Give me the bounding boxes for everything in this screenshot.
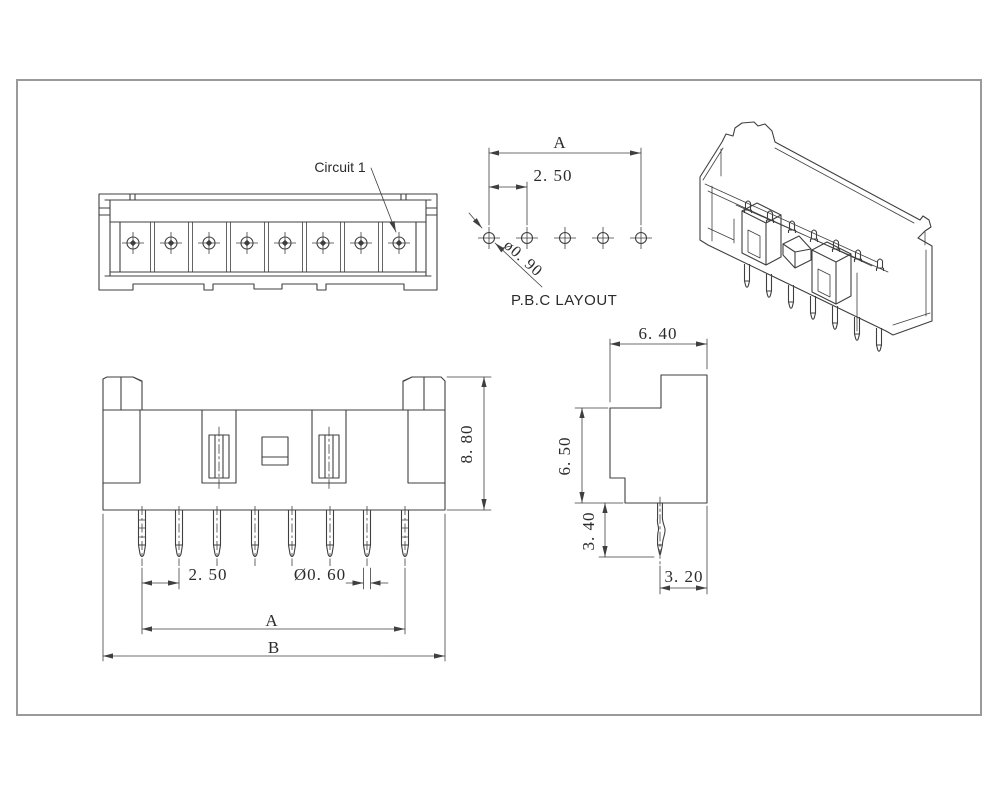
pin-position-crosshair	[311, 231, 335, 255]
pcb-pitch-label: 2. 50	[534, 166, 573, 185]
side-wing-panels	[102, 409, 446, 484]
pin-position-crosshair	[349, 231, 373, 255]
drawing-frame	[16, 79, 982, 716]
pin	[212, 505, 222, 567]
pin-position-crosshair	[121, 231, 145, 255]
extension-lines	[488, 147, 642, 226]
front-view	[98, 167, 438, 291]
side-pin-length-label: 3. 40	[579, 512, 598, 551]
hole-diameter-leader	[494, 242, 543, 288]
mounting-boss-left	[102, 376, 143, 411]
pin-position-crosshair	[197, 231, 221, 255]
connector-body-outline	[98, 193, 438, 291]
pin	[400, 505, 410, 567]
housing-inner-walls	[98, 193, 438, 277]
isometric-view	[699, 121, 933, 352]
rear-pitch-label: 2. 50	[189, 565, 228, 584]
iso-pin	[743, 263, 751, 288]
pin	[174, 505, 184, 567]
side-width-label: 6. 40	[639, 324, 678, 343]
pcb-hole	[553, 226, 577, 250]
hole-leader-line	[468, 212, 483, 229]
pin-position-crosshair	[159, 231, 183, 255]
mounting-boss-right	[402, 376, 446, 411]
pcb-hole	[629, 226, 653, 250]
pcb-hole	[591, 226, 615, 250]
pcb-layout-view	[468, 147, 653, 288]
iso-pin	[831, 305, 839, 330]
side-pin	[656, 502, 666, 556]
side-height-label: 6. 50	[555, 437, 574, 476]
pcb-layout-title: P.B.C LAYOUT	[511, 292, 617, 309]
pin-position-crosshair	[273, 231, 297, 255]
pin	[137, 505, 147, 567]
iso-polarization-wedge	[782, 235, 812, 269]
side-pin-offset-label: 3. 20	[665, 567, 704, 586]
pcb-hole	[477, 226, 501, 250]
pin-position-crosshair	[235, 231, 259, 255]
rear-pin-diameter-label: Ø0. 60	[294, 565, 346, 584]
pin	[362, 505, 372, 567]
pcb-dim-a-label: A	[553, 133, 566, 152]
rear-dim-b-label: B	[268, 638, 280, 657]
pin	[250, 505, 260, 567]
polarization-key	[261, 436, 289, 466]
extension-lines	[574, 338, 708, 595]
pin	[287, 505, 297, 567]
iso-latch-tower-right	[811, 241, 852, 305]
circuit-1-leader-line	[370, 167, 397, 233]
pin-kink-ticks	[138, 519, 409, 538]
circuit-1-label: Circuit 1	[314, 159, 366, 175]
extension-lines	[102, 376, 492, 662]
iso-pin	[787, 284, 795, 309]
rear-body-outline	[102, 409, 446, 511]
cavity-dividers	[150, 221, 383, 273]
pin-position-crosshair	[387, 231, 411, 255]
iso-pin	[765, 273, 773, 298]
iso-latch-tower-left	[741, 202, 782, 266]
side-body-outline	[609, 374, 708, 504]
rear-height-label: 8. 80	[457, 425, 476, 464]
iso-body-silhouette	[699, 121, 933, 336]
rear-dim-a-label: A	[265, 611, 278, 630]
rear-view	[102, 376, 492, 662]
side-view	[574, 338, 708, 595]
iso-pin	[809, 295, 817, 320]
annotation-text: Circuit 1 A 2. 50 ø0. 90 P.B.C LAYOUT 2.…	[189, 133, 704, 657]
pin	[325, 505, 335, 567]
iso-pin	[875, 327, 883, 352]
pcb-hole-diameter-label: ø0. 90	[500, 237, 546, 280]
